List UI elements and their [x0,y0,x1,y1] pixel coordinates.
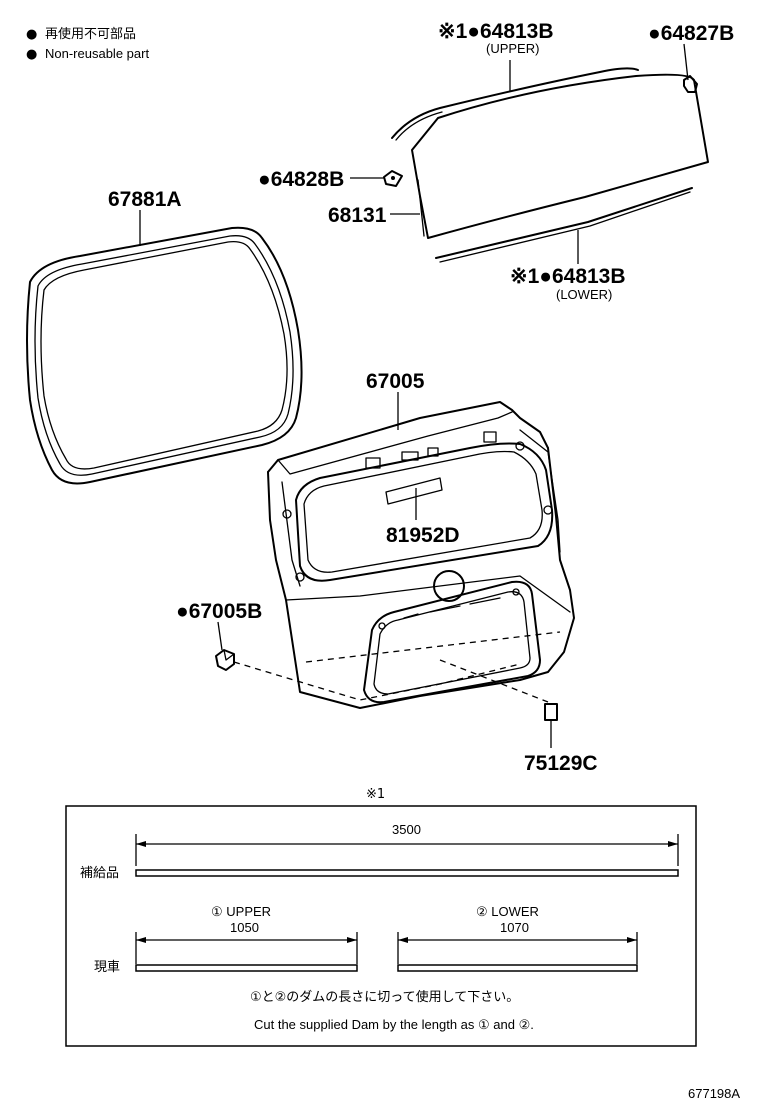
lower-label: ② LOWER [476,904,539,919]
label-64813B-lower: ※1●64813B [510,265,626,288]
legend-bullet-icon: ● [26,47,37,62]
label-64813B-upper-note: (UPPER) [486,41,539,56]
label-81952D: 81952D [386,524,460,547]
legend: ● 再使用不可部品 ● Non-reusable part [26,26,149,62]
supplied-dam-row: 3500 補給品 [80,822,679,881]
upper-length: 1050 [230,920,259,935]
label-64813B-lower-note: (LOWER) [556,287,612,302]
note-box-title: ※1 [366,787,385,802]
label-68131: 68131 [328,204,387,227]
upper-dam-strip [391,67,639,141]
upper-label: ① UPPER [211,904,271,919]
label-75129C: 75129C [524,752,598,775]
legend-bullet-icon: ● [26,27,37,42]
spacer-64828B-icon [383,170,403,187]
label-64813B-upper: ※1●64813B [438,20,554,43]
supplied-length: 3500 [392,822,421,837]
back-door-glass [411,73,709,239]
label-67005: 67005 [366,370,425,393]
note-box-frame [65,805,697,1047]
back-door-panel [267,401,575,709]
supplied-label: 補給品 [80,866,119,881]
instruction-jp: ①と②のダムの長さに切って使用して下さい。 [250,989,519,1005]
legend-jp-text: 再使用不可部品 [45,26,136,42]
instruction-en: Cut the supplied Dam by the length as ① … [254,1017,534,1032]
actual-label: 現車 [94,960,120,975]
actual-dam-row: ① UPPER 1050 ② LOWER 1070 現車 [94,904,638,975]
label-67005B: ●67005B [176,600,262,623]
lower-dam-strip [435,187,693,263]
door-weatherstrip [26,226,303,485]
diagram-id: 677198A [688,1086,740,1101]
lower-length: 1070 [500,920,529,935]
label-64827B: ●64827B [648,22,734,45]
label-67881A: 67881A [108,188,182,211]
cushion-67005B-icon [215,649,235,671]
clip-64827B-icon [683,75,698,93]
legend-en-text: Non-reusable part [45,46,149,61]
bumper-75129C-icon [544,703,558,721]
label-64828B: ●64828B [258,168,344,191]
